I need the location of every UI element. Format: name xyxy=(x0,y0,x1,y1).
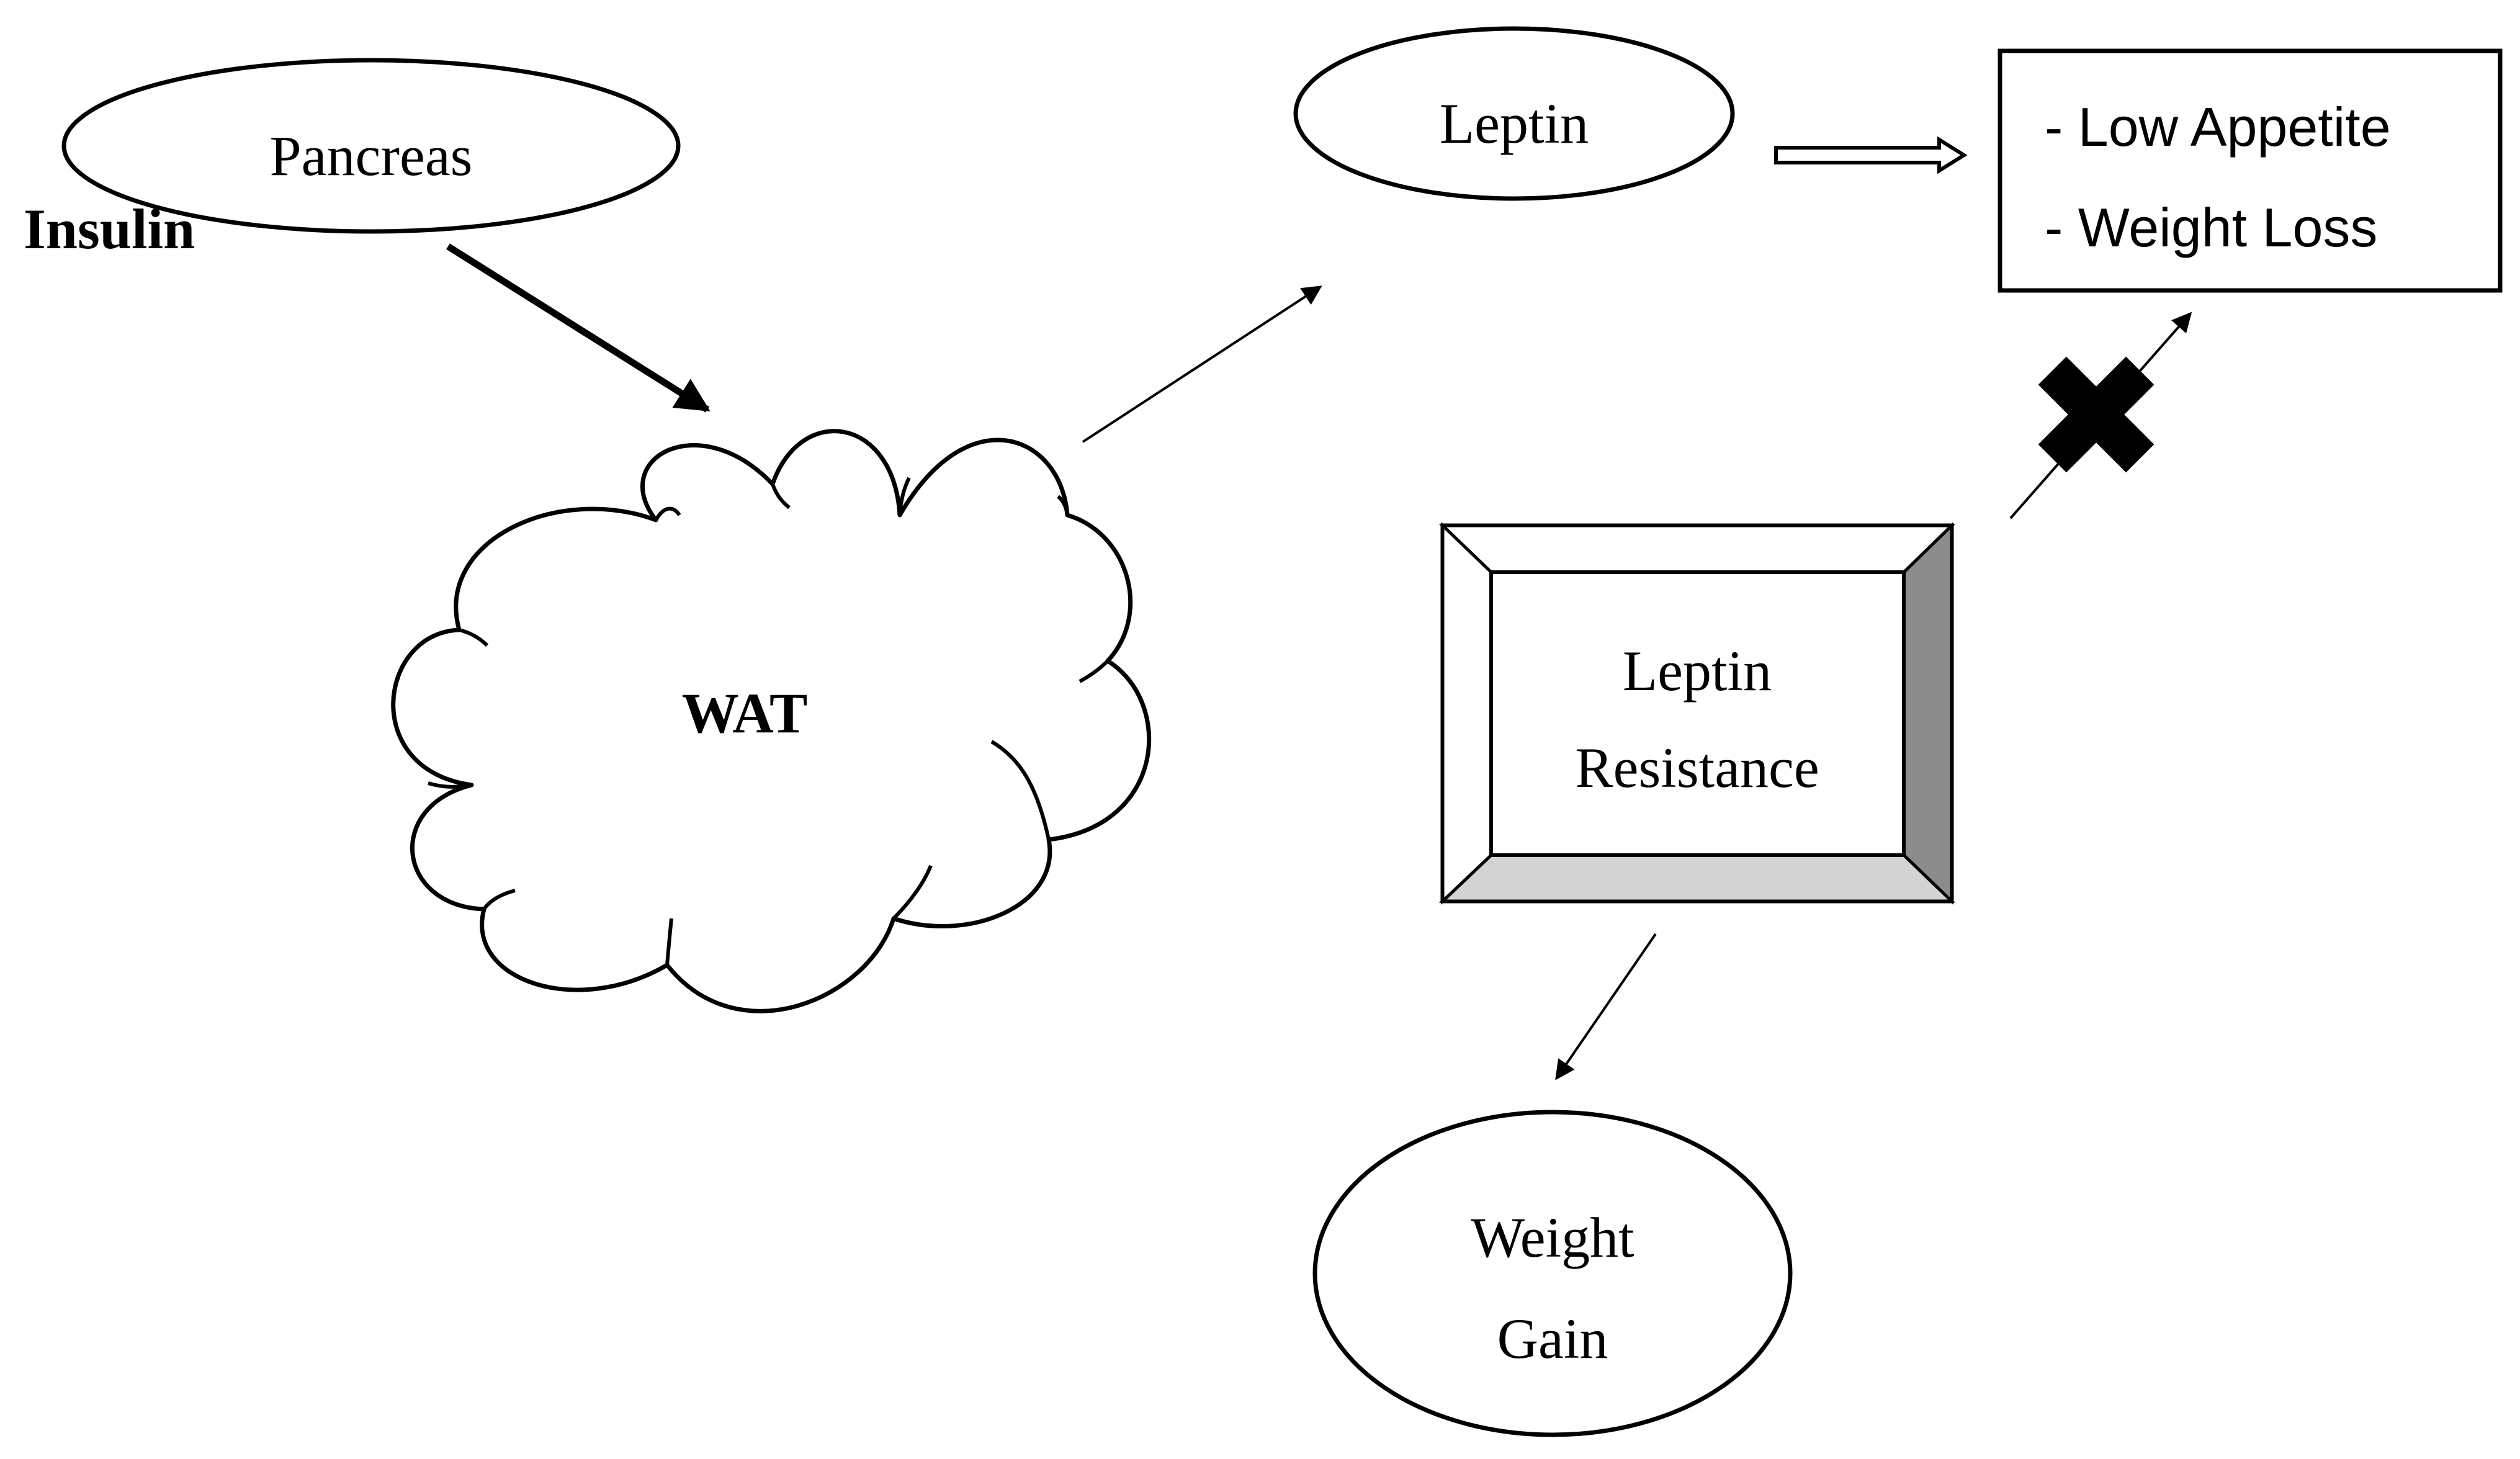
bevel-bottom xyxy=(1438,853,1956,903)
pancreas-label: Pancreas xyxy=(270,124,473,187)
outcome-box-frame xyxy=(1998,48,2503,293)
leptin-resistance-line2: Resistance xyxy=(1575,736,1819,799)
wat-label: WAT xyxy=(682,681,808,745)
weight-gain-node: Weight Gain xyxy=(1312,1110,1793,1437)
wat-to-leptin-arrow xyxy=(1082,285,1322,443)
weight-gain-line2: Gain xyxy=(1497,1307,1608,1370)
outcome-box: - Low Appetite - Weight Loss xyxy=(1998,48,2503,293)
bevel-inner xyxy=(1489,570,1906,857)
weight-gain-ellipse xyxy=(1312,1110,1793,1437)
bevel-left xyxy=(1441,522,1493,905)
bevel-top xyxy=(1438,524,1956,574)
resistance-to-weight-gain-arrow xyxy=(1555,933,1657,1080)
outcome-weight-loss: - Weight Loss xyxy=(2045,197,2377,258)
leptin-resistance-line1: Leptin xyxy=(1623,639,1772,703)
pancreas-ellipse xyxy=(61,58,681,234)
wat-cloud-fold xyxy=(428,477,1110,966)
block-x-icon xyxy=(2038,356,2155,473)
pancreas-node: Pancreas xyxy=(61,58,681,234)
leptin-node: Leptin xyxy=(1293,26,1735,201)
insulin-label: Insulin xyxy=(24,197,195,261)
leptin-label: Leptin xyxy=(1440,92,1589,155)
insulin-arrow xyxy=(446,243,711,413)
weight-gain-line1: Weight xyxy=(1471,1206,1634,1269)
wat-node: WAT xyxy=(391,429,1152,1013)
leptin-to-outcome-arrow xyxy=(1774,136,1968,174)
outcome-low-appetite: - Low Appetite xyxy=(2045,96,2391,158)
blocked-arrow xyxy=(2009,312,2192,519)
leptin-resistance-node: Leptin Resistance xyxy=(1438,522,1956,905)
wat-cloud xyxy=(391,429,1152,1013)
bevel-right xyxy=(1902,522,1953,905)
hollow-arrow-shaft xyxy=(1774,136,1968,174)
leptin-ellipse xyxy=(1293,26,1735,201)
